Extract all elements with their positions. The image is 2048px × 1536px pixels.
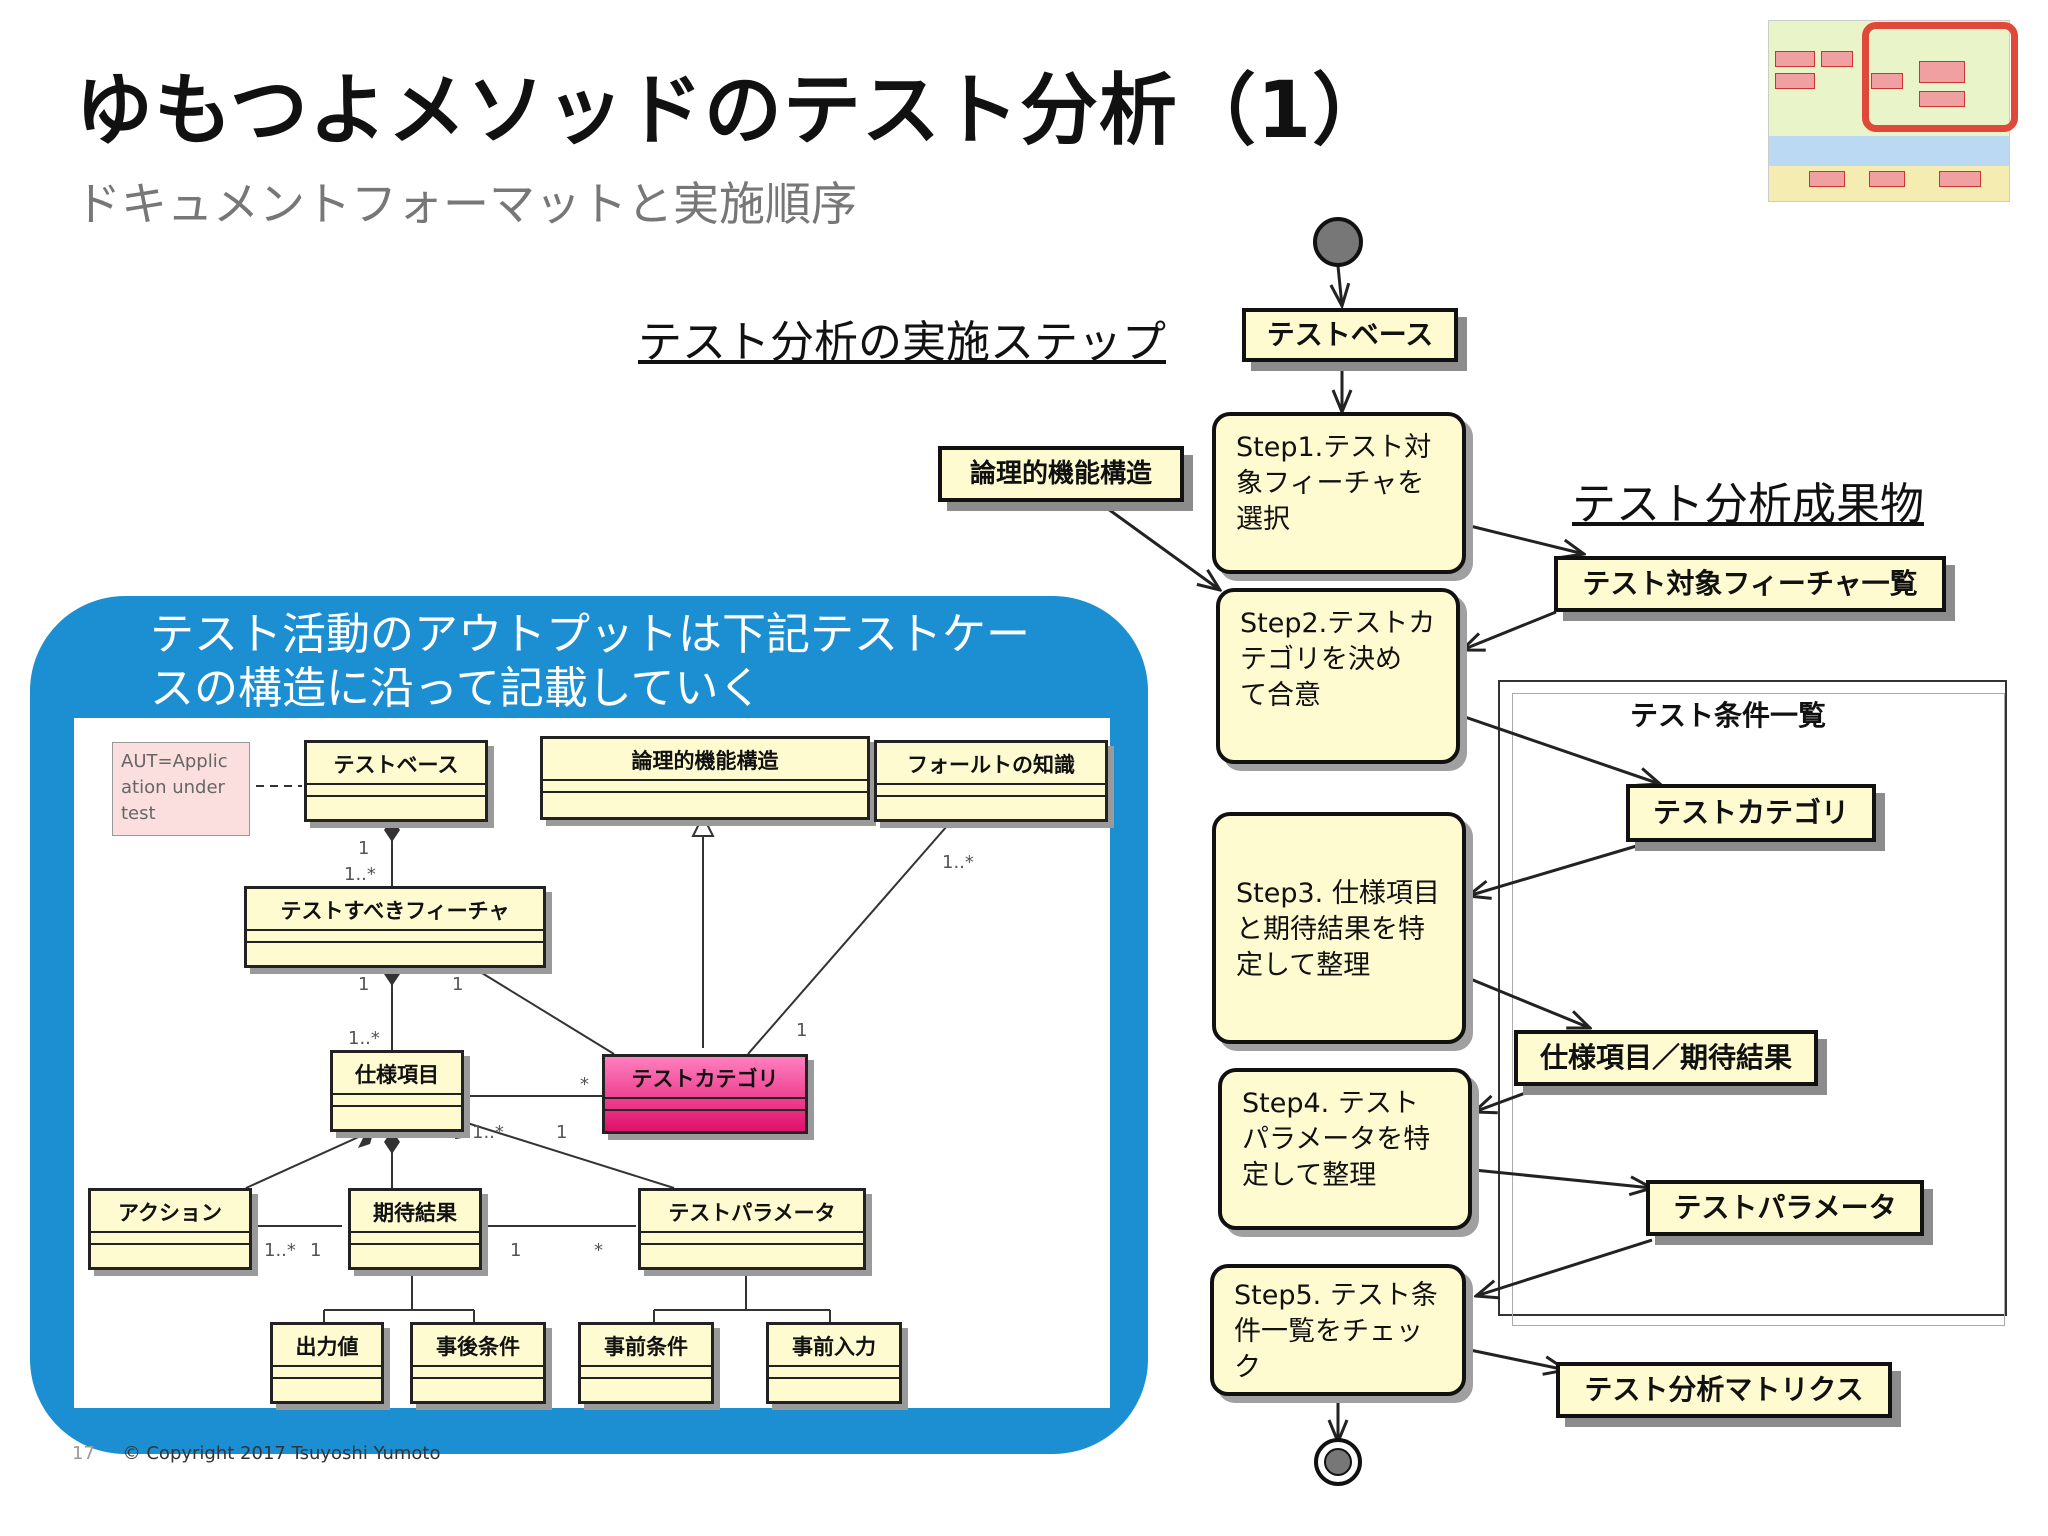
- mult-base-feature-bottom: 1..*: [344, 864, 376, 885]
- activity-test-base: テストベース: [1242, 308, 1458, 362]
- step4-node: Step4. テスト パラメータを特 定して整理: [1218, 1068, 1472, 1230]
- step4-line: Step4. テスト: [1242, 1088, 1419, 1119]
- mult-feature-spec-top: 1: [358, 974, 369, 995]
- panel-caption: テスト活動のアウトプットは下記テストケースの構造に沿って記載していく: [150, 609, 1030, 714]
- uml-class-name: 事後条件: [413, 1325, 543, 1367]
- condition-list-frame: [1498, 680, 2007, 1316]
- page-title: ゆもつよメソッドのテスト分析（1）: [75, 66, 1392, 156]
- step3-node: Step3. 仕様項目 と期待結果を特 定して整理: [1212, 812, 1466, 1044]
- mult-spec-param-a: 1..*: [472, 1122, 504, 1143]
- activity-logical-structure-label: 論理的機能構造: [969, 459, 1152, 489]
- step2-line: て合意: [1240, 680, 1321, 711]
- aut-note-line: test: [121, 803, 156, 824]
- mult-action-expected-a: 1..*: [264, 1240, 296, 1261]
- uml-class-name: テストベース: [307, 743, 485, 785]
- step3-line: 定して整理: [1236, 950, 1371, 981]
- activity-logical-structure: 論理的機能構造: [938, 446, 1184, 502]
- uml-class-name: 事前条件: [581, 1325, 711, 1367]
- step2-line: テゴリを決め: [1240, 644, 1402, 675]
- mult-action-expected-b: 1: [310, 1240, 321, 1261]
- step2-line: Step2.テストカ: [1240, 608, 1436, 639]
- uml-class-postcondition: 事後条件: [410, 1322, 546, 1404]
- steps-heading: テスト分析の実施ステップ: [638, 317, 1166, 368]
- uml-class-name: フォールトの知識: [877, 743, 1105, 785]
- mult-feature-spec-bottom: 1..*: [348, 1028, 380, 1049]
- step3-line: Step3. 仕様項目: [1236, 878, 1440, 909]
- step5-node: Step5. テスト条 件一覧をチェッ ク: [1210, 1264, 1466, 1396]
- overview-thumbnail[interactable]: [1768, 20, 2010, 202]
- step5-line: 件一覧をチェッ: [1234, 1316, 1423, 1347]
- condition-list-label: テスト条件一覧: [1630, 699, 1827, 732]
- artifact-test-parameter: テストパラメータ: [1646, 1180, 1924, 1236]
- uml-class-name: テストカテゴリ: [605, 1057, 805, 1099]
- mult-feature-cat: 1: [452, 974, 463, 995]
- uml-class-name: 期待結果: [351, 1191, 479, 1233]
- step5-line: ク: [1234, 1352, 1261, 1383]
- artifact-analysis-matrix-label: テスト分析マトリクス: [1584, 1373, 1864, 1406]
- uml-class-name: 論理的機能構造: [543, 739, 867, 781]
- mult-spec-cat: *: [580, 1074, 589, 1095]
- mult-fault-cat-bottom: 1: [796, 1020, 807, 1041]
- aut-note: AUT=Applic ation under test: [112, 742, 250, 836]
- results-heading: テスト分析成果物: [1572, 479, 1924, 530]
- mult-expected-param-b: *: [594, 1240, 603, 1261]
- artifact-spec-expected: 仕様項目／期待結果: [1514, 1030, 1818, 1086]
- uml-class-action: アクション: [88, 1188, 252, 1270]
- uml-class-precondition: 事前条件: [578, 1322, 714, 1404]
- artifact-spec-expected-label: 仕様項目／期待結果: [1539, 1041, 1792, 1074]
- uml-class-test-parameter: テストパラメータ: [638, 1188, 866, 1270]
- aut-note-line: AUT=Applic: [121, 751, 228, 772]
- step4-line: パラメータを特: [1242, 1124, 1431, 1155]
- uml-class-name: 出力値: [273, 1325, 381, 1367]
- artifact-feature-list-label: テスト対象フィーチャ一覧: [1582, 567, 1918, 600]
- uml-class-logical-structure: 論理的機能構造: [540, 736, 870, 820]
- step1-line: 象フィーチャを: [1236, 468, 1425, 499]
- step2-node: Step2.テストカ テゴリを決め て合意: [1216, 588, 1460, 764]
- activity-test-base-label: テストベース: [1266, 318, 1434, 351]
- step1-line: 選択: [1236, 504, 1290, 535]
- uml-class-test-base: テストベース: [304, 740, 488, 822]
- mult-spec-param-b: 1: [556, 1122, 567, 1143]
- uml-class-name: テストすべきフィーチャ: [247, 889, 543, 931]
- artifact-feature-list: テスト対象フィーチャ一覧: [1554, 556, 1946, 612]
- uml-class-output-value: 出力値: [270, 1322, 384, 1404]
- step1-node: Step1.テスト対 象フィーチャを 選択: [1212, 412, 1466, 574]
- artifact-analysis-matrix: テスト分析マトリクス: [1556, 1362, 1892, 1418]
- uml-class-fault-knowledge: フォールトの知識: [874, 740, 1108, 822]
- mult-expected-param-a: 1: [510, 1240, 521, 1261]
- uml-class-diagram: 1 1..* 1..* 1 1 1 1..* * 1..* 1 1..* 1 1…: [74, 718, 1110, 1408]
- step1-line: Step1.テスト対: [1236, 432, 1432, 463]
- uml-class-name: 事前入力: [769, 1325, 899, 1367]
- mult-base-feature-top: 1: [358, 838, 369, 859]
- mult-fault-cat-top: 1..*: [942, 852, 974, 873]
- uml-class-spec-item: 仕様項目: [330, 1050, 464, 1132]
- activity-start-node: [1313, 217, 1363, 267]
- thumbnail-highlight: [1862, 22, 2018, 132]
- aut-note-line: ation under: [121, 777, 225, 798]
- step4-line: 定して整理: [1242, 1160, 1377, 1191]
- step3-line: と期待結果を特: [1236, 914, 1425, 945]
- footer: 17 © Copyright 2017 Tsuyoshi Yumoto: [72, 1443, 441, 1464]
- condition-list-frame-inner: [1512, 693, 2005, 1326]
- artifact-test-parameter-label: テストパラメータ: [1673, 1191, 1897, 1224]
- step5-line: Step5. テスト条: [1234, 1280, 1438, 1311]
- uml-connectors: 1 1..* 1..* 1 1 1 1..* * 1..* 1 1..* 1 1…: [214, 785, 974, 1322]
- page-number: 17: [72, 1443, 95, 1464]
- page-subtitle: ドキュメントフォーマットと実施順序: [75, 177, 857, 231]
- artifact-test-category-label: テストカテゴリ: [1652, 796, 1849, 829]
- uml-class-expected-result: 期待結果: [348, 1188, 482, 1270]
- artifact-test-category: テストカテゴリ: [1626, 784, 1876, 842]
- uml-class-name: 仕様項目: [333, 1053, 461, 1095]
- uml-class-feature: テストすべきフィーチャ: [244, 886, 546, 968]
- uml-class-name: テストパラメータ: [641, 1191, 863, 1233]
- uml-class-name: アクション: [91, 1191, 249, 1233]
- copyright-text: © Copyright 2017 Tsuyoshi Yumoto: [122, 1443, 441, 1464]
- uml-class-test-category: テストカテゴリ: [602, 1054, 808, 1134]
- uml-class-pre-input: 事前入力: [766, 1322, 902, 1404]
